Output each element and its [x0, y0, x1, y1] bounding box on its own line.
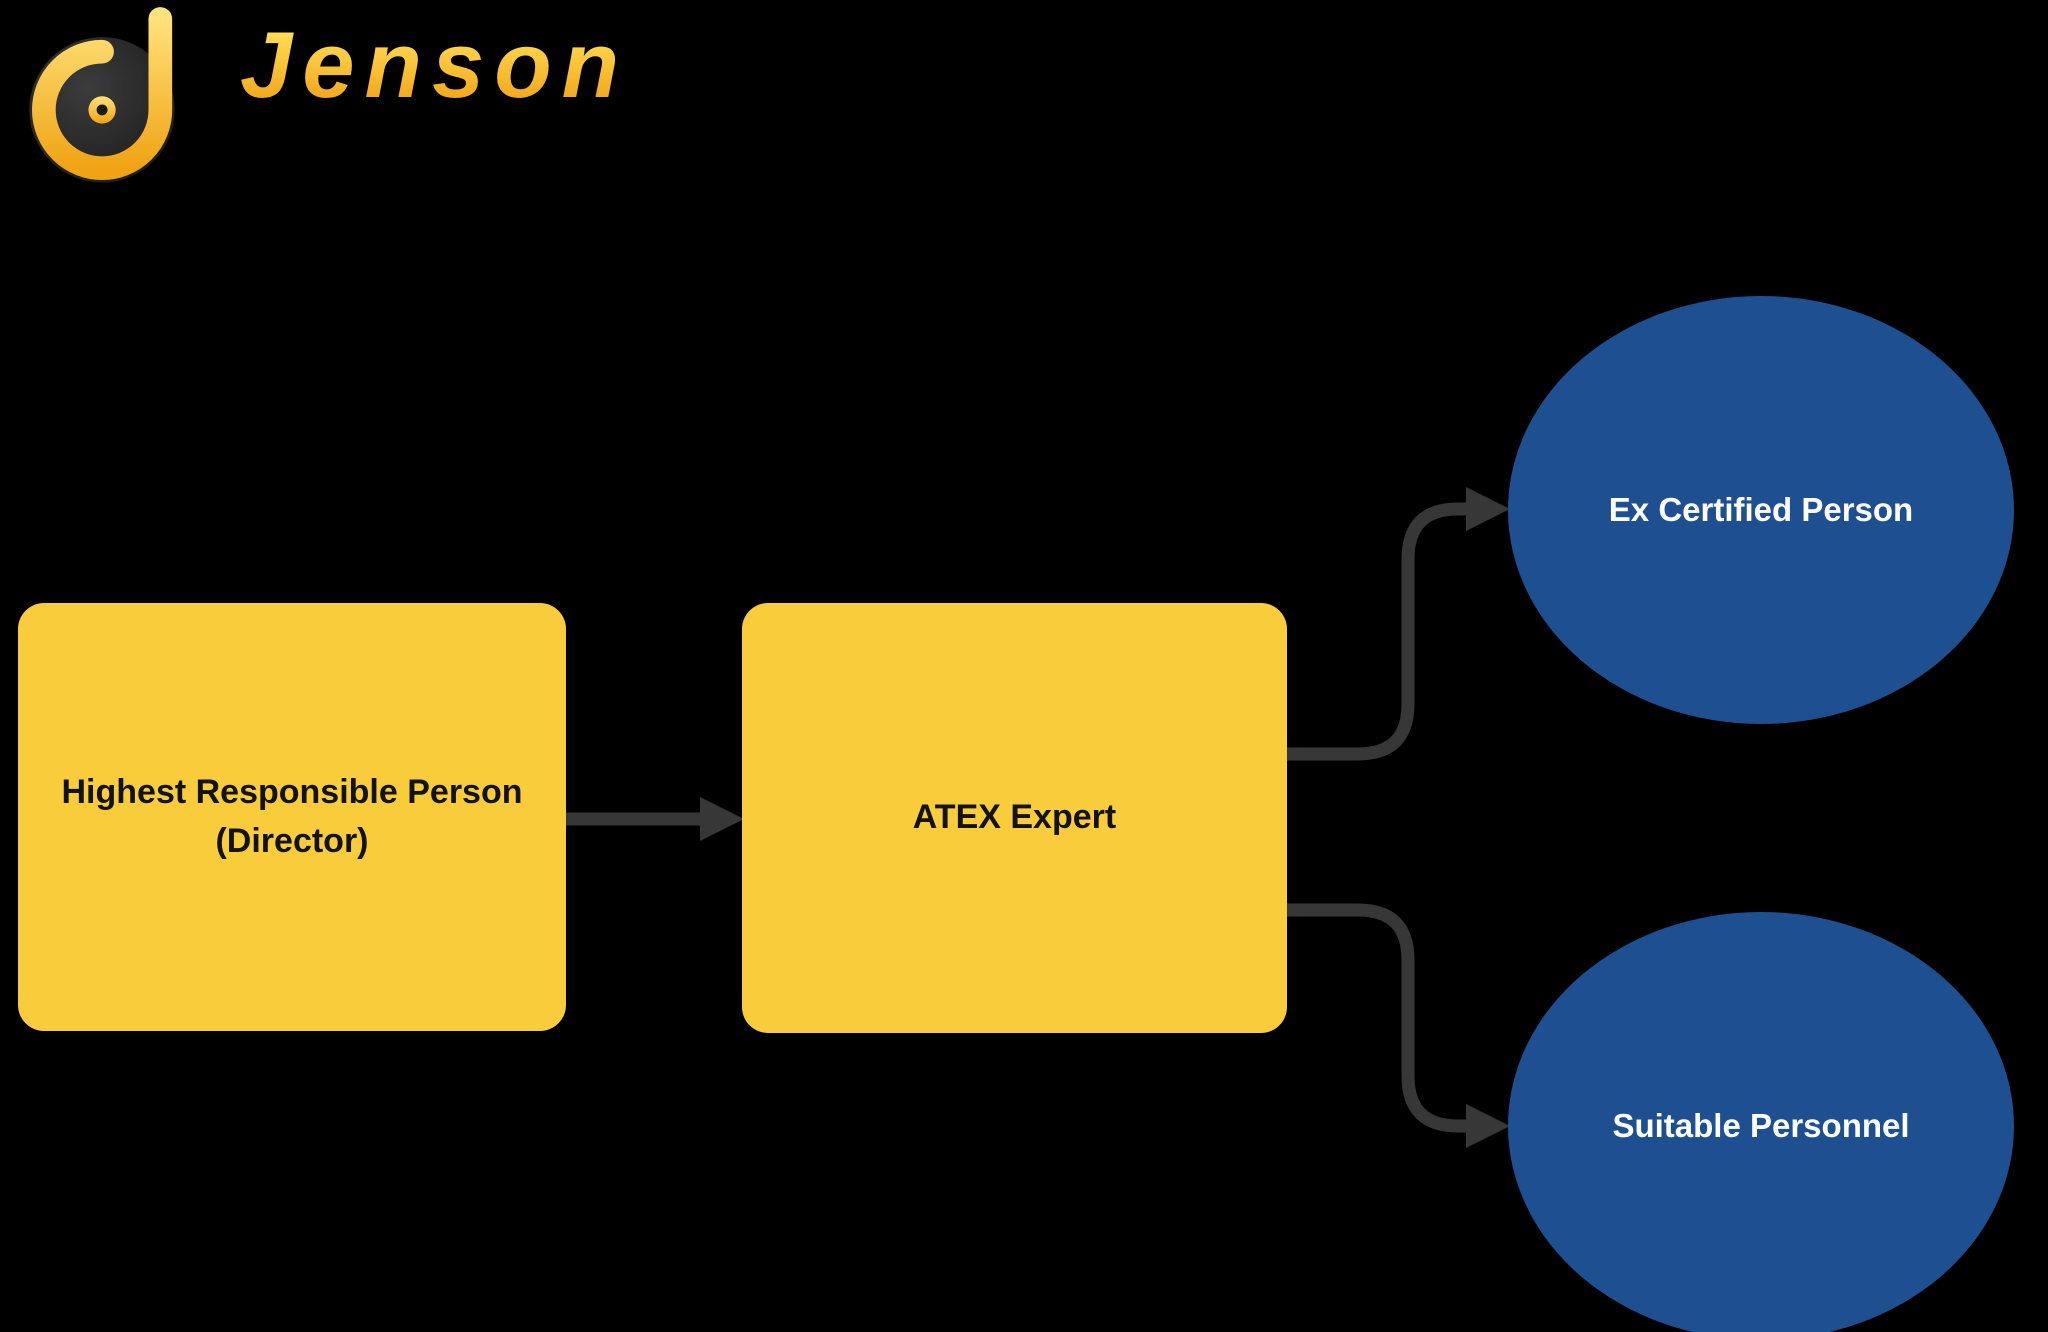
arrowhead-director-atex	[700, 797, 744, 841]
connector-atex-suitable	[1287, 903, 1466, 1133]
connector-atex-ex-certified	[1287, 502, 1466, 761]
jenson-logo: Jenson	[14, 0, 734, 200]
brand-text: Jenson	[240, 12, 630, 117]
node-ex-certified-person-label: Ex Certified Person	[1608, 491, 1914, 528]
arrowhead-atex-suitable	[1466, 1104, 1510, 1148]
jenson-logo-icon	[29, 7, 175, 183]
node-director: Highest Responsible Person (Director)	[18, 603, 566, 1031]
node-ex-certified-person: Ex Certified Person	[1508, 296, 2014, 724]
node-director-label-line2: (Director)	[215, 822, 369, 860]
node-atex-expert-label: ATEX Expert	[912, 798, 1117, 837]
node-atex-expert: ATEX Expert	[742, 603, 1287, 1033]
node-director-label-line1: Highest Responsible Person	[61, 772, 523, 811]
node-suitable-personnel-label: Suitable Personnel	[1612, 1107, 1910, 1144]
node-suitable-personnel: Suitable Personnel	[1508, 912, 2014, 1332]
arrowhead-atex-ex-certified	[1466, 487, 1510, 531]
